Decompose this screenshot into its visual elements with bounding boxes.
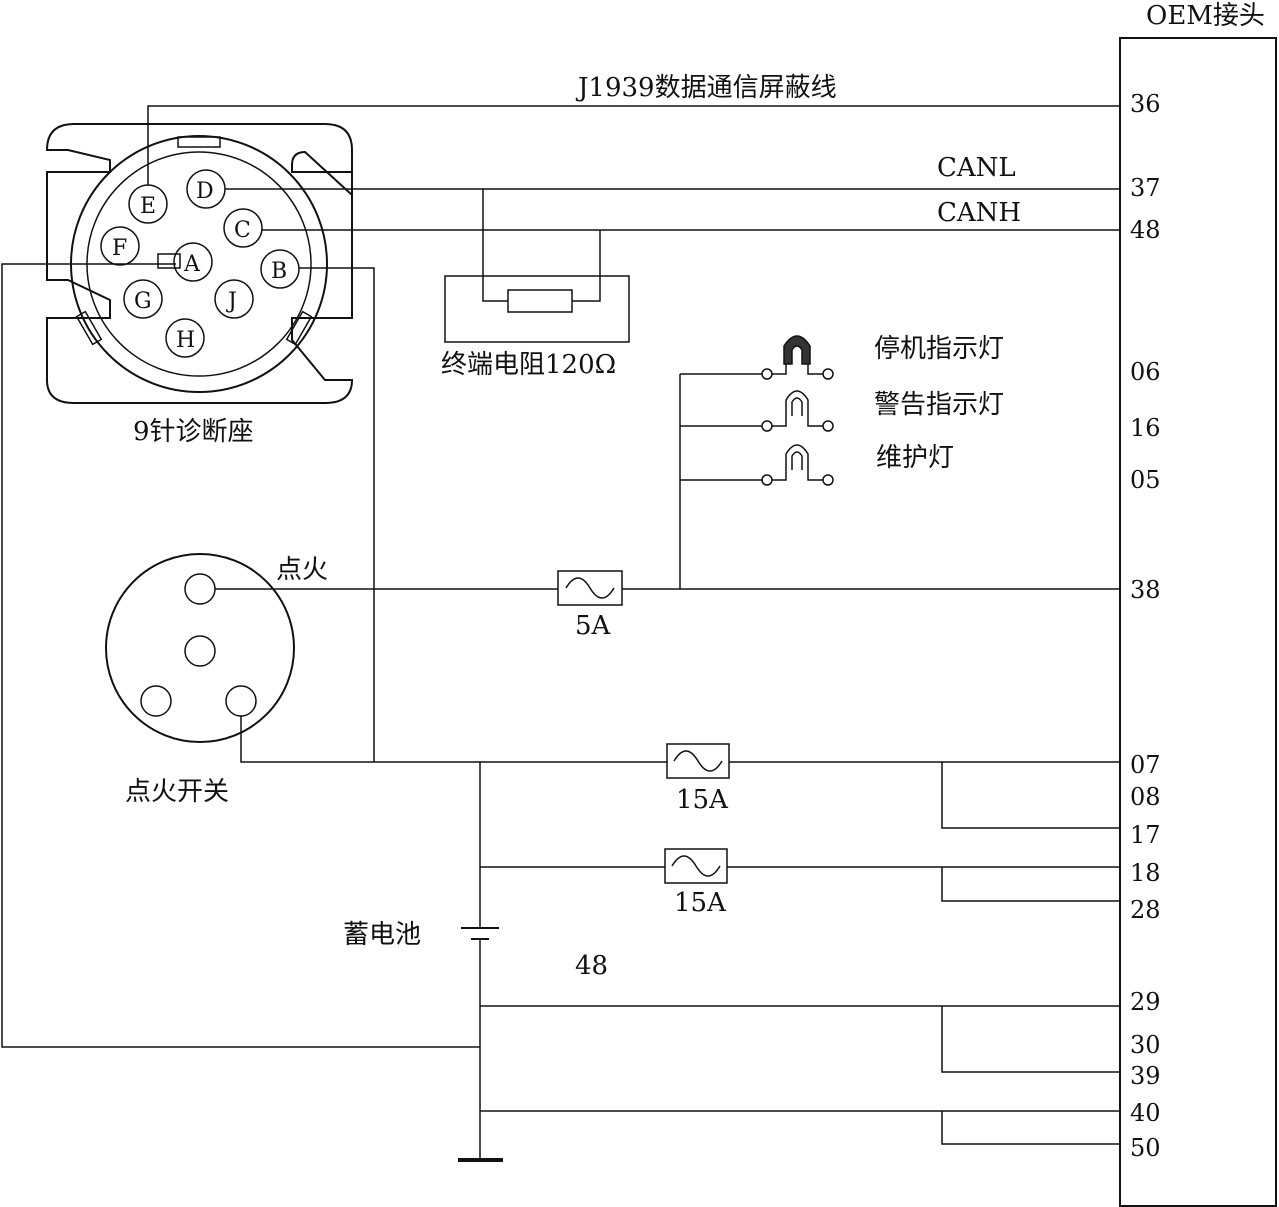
ignition-label: 点火 (276, 555, 328, 585)
diag-socket-label: 9针诊断座 (133, 417, 254, 447)
socket-key-top (177, 136, 221, 148)
wire-pin-b (299, 267, 375, 762)
pin-f-label: F (112, 236, 127, 261)
wire-50 (941, 1111, 1120, 1145)
oem-pin-07: 07 (1130, 751, 1161, 779)
wire-08-17 (941, 762, 1120, 829)
pin-h (165, 318, 205, 358)
oem-pin-39: 39 (1130, 1062, 1161, 1090)
maint-lamp-label: 维护灯 (876, 443, 954, 473)
switch-body (105, 553, 295, 743)
oem-pin-37: 37 (1130, 174, 1161, 202)
oem-pin-48: 48 (1130, 216, 1161, 244)
wire-30-39 (941, 1006, 1120, 1073)
battery-label: 蓄电池 (343, 920, 421, 950)
fuse-5a (557, 570, 623, 606)
pin-a-label: A (183, 252, 201, 277)
terminator-lead-r (572, 230, 601, 302)
fuse-15a-2-wave (671, 855, 721, 877)
socket-housing (45, 123, 354, 404)
pin-a (173, 242, 213, 282)
pin-a-tab (157, 253, 181, 269)
ignition-switch (105, 553, 295, 743)
wire-switch-bus (240, 716, 667, 763)
oem-pin-29: 29 (1130, 988, 1161, 1016)
misc-48-label: 48 (575, 951, 608, 981)
oem-pin-36: 36 (1130, 90, 1161, 118)
oem-pin-17: 17 (1130, 821, 1161, 849)
oem-pin-38: 38 (1130, 576, 1161, 604)
pin-d-label: D (196, 179, 214, 204)
shield-label: J1939数据通信屏蔽线 (575, 73, 837, 103)
maintenance-lamp (761, 444, 834, 486)
oem-pin-40: 40 (1130, 1099, 1161, 1127)
fuse-15a-1-wave (673, 750, 723, 772)
pin-b (260, 249, 300, 289)
pin-c (223, 208, 263, 248)
switch-terminal-left (140, 685, 172, 717)
terminator-resistor (507, 289, 573, 313)
terminator-box (444, 275, 630, 343)
pin-f (100, 226, 140, 266)
wire-pin-a-ground (1, 263, 480, 1048)
fuse-15a-2-label: 15A (674, 888, 727, 918)
switch-terminal-right (225, 685, 257, 717)
pin-e-label: E (140, 194, 156, 219)
wire-28 (941, 867, 1120, 902)
switch-terminal-mid (184, 635, 216, 667)
socket-key-right (285, 310, 313, 346)
pin-g-label: G (134, 289, 152, 314)
stop-lamp-label: 停机指示灯 (874, 334, 1004, 364)
oem-pin-50: 50 (1130, 1134, 1161, 1162)
pin-b-label: B (271, 259, 287, 284)
oem-connector-body (1119, 37, 1277, 1207)
stop-lamp (761, 335, 834, 380)
oem-pin-labels: 36 37 48 06 16 05 38 07 08 17 18 28 29 3… (1130, 90, 1161, 1162)
wire-shield (147, 105, 1120, 185)
terminator-lead-l (482, 189, 508, 302)
oem-connector-title: OEM接头 (1146, 1, 1265, 31)
oem-pin-08: 08 (1130, 783, 1161, 811)
warn-lamp-label: 警告指示灯 (874, 390, 1004, 420)
pin-c-label: C (234, 218, 251, 243)
ign-switch-label: 点火开关 (125, 777, 229, 807)
oem-pin-18: 18 (1130, 859, 1161, 887)
canh-label: CANH (937, 198, 1021, 228)
fuse-15a-1-label: 15A (676, 785, 729, 815)
pin-j (214, 279, 254, 319)
fuse-5a-wave (565, 577, 615, 599)
oem-pin-05: 05 (1130, 466, 1161, 494)
socket-key-left (75, 310, 103, 346)
oem-pin-16: 16 (1130, 414, 1161, 442)
fuse-5a-label: 5A (575, 611, 612, 641)
warning-lamp (761, 390, 834, 432)
pin-g (123, 279, 163, 319)
oem-pin-28: 28 (1130, 896, 1161, 924)
terminator-label: 终端电阻120Ω (441, 350, 616, 380)
switch-terminal-ign (184, 573, 216, 605)
fuse-15a-1 (666, 743, 730, 779)
pin-h-label: H (176, 328, 195, 353)
oem-pin-30: 30 (1130, 1031, 1161, 1059)
oem-pin-06: 06 (1130, 358, 1161, 386)
pin-j-label: J (226, 289, 237, 314)
canl-label: CANL (937, 153, 1016, 183)
fuse-15a-2 (664, 848, 728, 884)
